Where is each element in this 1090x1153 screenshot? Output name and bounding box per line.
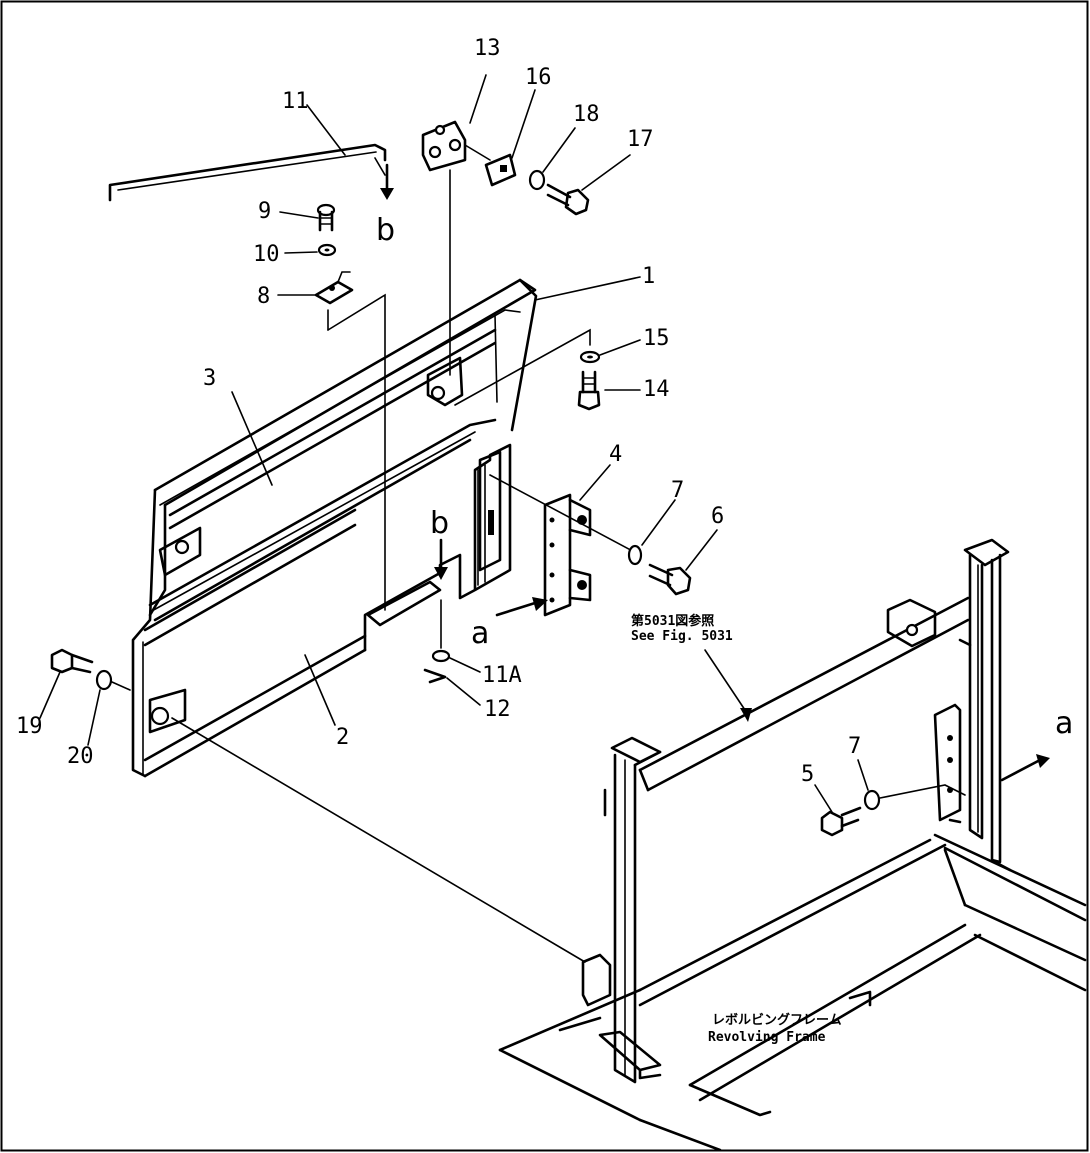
callout-2: 2 xyxy=(336,725,349,750)
part-7-washer-upper xyxy=(627,499,676,566)
part-9-bolt xyxy=(279,203,336,232)
part-13-bracket xyxy=(421,74,491,172)
callout-20: 20 xyxy=(67,744,94,769)
callout-9: 9 xyxy=(258,199,271,224)
callout-4: 4 xyxy=(609,442,622,467)
view-marker-b-top: b xyxy=(376,213,395,248)
callout-1: 1 xyxy=(642,264,655,289)
view-marker-a-left: a xyxy=(471,616,489,651)
part-12-pin xyxy=(423,668,481,706)
part-18-washer xyxy=(528,127,576,191)
callout-12: 12 xyxy=(484,697,511,722)
frame-label-en: Revolving Frame xyxy=(708,1030,826,1045)
callout-11: 11 xyxy=(282,89,309,114)
part-8-latch xyxy=(277,271,354,305)
part-19-bolt xyxy=(39,648,94,719)
part-5-bolt xyxy=(814,784,862,837)
cover-panel-assembly xyxy=(131,278,538,778)
callout-15: 15 xyxy=(643,326,670,351)
callout-16: 16 xyxy=(525,65,552,90)
callout-14: 14 xyxy=(643,377,670,402)
callout-5: 5 xyxy=(801,762,814,787)
part-15-washer xyxy=(579,339,641,364)
callout-8: 8 xyxy=(257,284,270,309)
part-4-hinge xyxy=(543,464,611,617)
part-10-washer xyxy=(284,243,337,257)
callout-18: 18 xyxy=(573,102,600,127)
frame-label-jp: レボルビングフレーム xyxy=(712,1012,842,1028)
callout-3: 3 xyxy=(203,366,216,391)
part-16-clip xyxy=(484,89,536,187)
callout-11a: 11A xyxy=(482,663,522,688)
part-6-bolt xyxy=(648,529,718,596)
see-fig-note-jp: 第5031図参照 xyxy=(631,613,714,629)
callout-7-upper: 7 xyxy=(671,478,684,503)
callout-6: 6 xyxy=(711,504,724,529)
see-fig-note-en: See Fig. 5031 xyxy=(631,629,733,644)
part-14-bolt xyxy=(577,370,641,411)
callout-19: 19 xyxy=(16,714,43,739)
revolving-frame xyxy=(498,538,1087,1152)
leader-lines xyxy=(171,169,641,963)
part-17-bolt xyxy=(546,154,631,216)
callout-13: 13 xyxy=(474,36,501,61)
callout-17: 17 xyxy=(627,127,654,152)
part-11-handle xyxy=(108,143,387,202)
view-marker-a-right: a xyxy=(1055,706,1073,741)
callout-10: 10 xyxy=(253,242,280,267)
callout-7-lower: 7 xyxy=(848,734,861,759)
callout-labels: 1 2 3 4 5 6 7 7 8 9 10 11 11A 12 13 14 1… xyxy=(16,36,1073,1045)
view-marker-b-mid: b xyxy=(430,506,449,541)
part-7-washer-lower xyxy=(857,759,966,811)
part-11a-washer xyxy=(431,599,481,673)
part-20-washer xyxy=(87,669,131,746)
